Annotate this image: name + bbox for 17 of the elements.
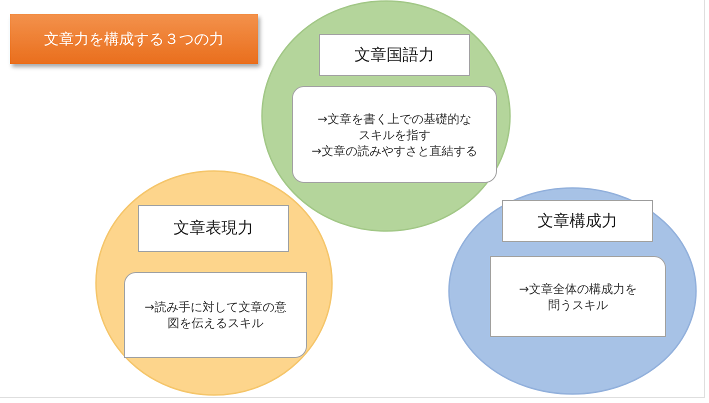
description-box [292,86,497,183]
category-circle [261,0,511,232]
heading-text: 文章表現力 [174,218,254,239]
description-text: →文章を書く上での基礎的なスキルを指す [316,110,473,142]
description-box [490,256,666,337]
heading-box [319,34,470,76]
heading-box [138,205,289,252]
heading-text: 文章国語力 [354,44,434,66]
heading-box [502,200,653,242]
category-circle [448,187,697,395]
title-banner: 文章力を構成する３つの力 [10,14,258,64]
description-text: →文章全体の構成力を問うスキル [518,280,638,312]
heading-text: 文章構成力 [538,210,618,232]
category-circle [95,170,333,396]
description-text: →文章の読みやすさと直結する [310,142,479,158]
description-box [124,272,307,358]
description-text: →読み手に対して文章の意図を伝えるスキル [143,299,288,331]
